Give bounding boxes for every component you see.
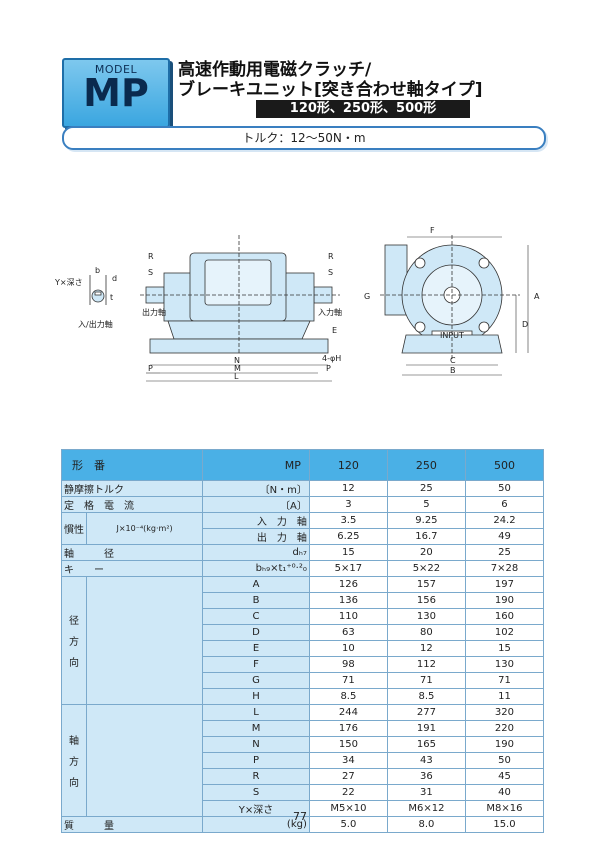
- spec-table: 形 番 MP 120 250 500 静摩擦トルク 〔N・m〕 12 25 50…: [60, 449, 545, 833]
- table-row: 慣性 J×10⁻⁴(kg·m²) 入 力 軸 3.5 9.25 24.2: [61, 512, 545, 545]
- table-row: 静摩擦トルク 〔N・m〕 12 25 50: [60, 480, 545, 497]
- label-d-front: D: [522, 320, 528, 329]
- sizes-bar: 120形、250形、500形: [256, 100, 470, 118]
- label-g: G: [364, 292, 370, 301]
- header-model: 形 番: [60, 449, 204, 481]
- page-title: 高速作動用電磁クラッチ/ ブレーキユニット[突き合わせ軸タイプ]: [178, 60, 483, 100]
- label-f: F: [430, 226, 435, 235]
- model-badge: MODEL MP: [62, 58, 170, 128]
- label-e: E: [332, 326, 337, 335]
- header-col-250: 250: [386, 449, 466, 481]
- label-a: A: [534, 292, 540, 301]
- axial-group: 軸方向: [61, 704, 87, 817]
- front-view: [380, 235, 520, 360]
- table-row: 質 量 (kg) 5.0 8.0 15.0: [60, 816, 545, 833]
- label-input: INPUT: [440, 331, 464, 340]
- torque-banner: トルク：12～50N・m: [62, 126, 546, 150]
- dimension-drawing: Y×深さ b d t 入/出力軸 R S R S 出力軸 入力軸 E 4-φH …: [54, 226, 540, 382]
- label-d: d: [112, 274, 117, 283]
- page-number: 77: [293, 810, 307, 823]
- label-m: M: [234, 364, 241, 373]
- label-c: C: [450, 356, 456, 365]
- header-mp: MP: [202, 449, 310, 481]
- label-b: b: [95, 266, 100, 275]
- header-col-500: 500: [464, 449, 545, 481]
- label-n: N: [234, 356, 240, 365]
- label-input-shaft: 入力軸: [318, 307, 342, 317]
- side-view: [140, 235, 340, 355]
- table-row: 出 力 軸 6.25 16.7 49: [62, 528, 545, 545]
- table-header-row: 形 番 MP 120 250 500: [60, 449, 545, 481]
- table-row: 軸 径 dₕ₇ 15 20 25: [60, 544, 545, 561]
- label-r-right: R: [328, 252, 334, 261]
- label-p-left: P: [148, 364, 153, 373]
- label-s-left: S: [148, 268, 153, 277]
- title-line-1: 高速作動用電磁クラッチ/: [178, 60, 372, 80]
- label-b-front: B: [450, 366, 456, 375]
- table-row: キ ー bₕ₉×t₁⁺⁰·²₀ 5×17 5×22 7×28: [60, 560, 545, 577]
- inertia-group: 慣性: [61, 512, 87, 545]
- radial-group: 径方向: [61, 576, 87, 705]
- label-l: L: [234, 372, 239, 381]
- label-s-right: S: [328, 268, 333, 277]
- title-line-2: ブレーキユニット[突き合わせ軸タイプ]: [178, 80, 483, 100]
- model-label: MODEL: [94, 63, 138, 76]
- label-io-shaft: 入/出力軸: [78, 319, 113, 329]
- label-r-left: R: [148, 252, 154, 261]
- model-name: MP: [83, 71, 149, 115]
- label-t: t: [110, 293, 113, 302]
- label-yx-depth: Y×深さ: [54, 278, 83, 287]
- label-p-right: P: [326, 364, 331, 373]
- shaft-detail: [89, 275, 107, 305]
- header-col-120: 120: [308, 449, 388, 481]
- table-row: 定 格 電 流 〔A〕 3 5 6: [60, 496, 545, 513]
- label-h: 4-φH: [322, 354, 341, 363]
- label-output-shaft: 出力軸: [142, 307, 166, 317]
